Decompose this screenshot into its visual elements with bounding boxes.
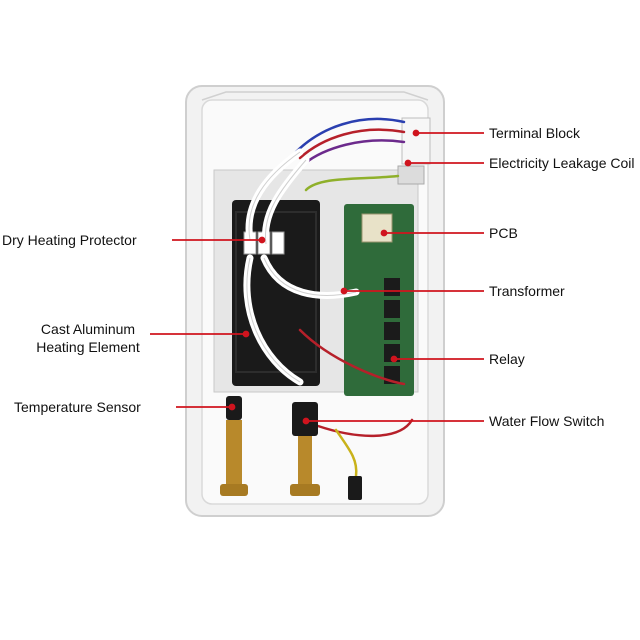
label-cast-aluminum: Cast Aluminum Heating Element [28, 320, 148, 356]
leader-dot-pcb [380, 229, 388, 237]
leader-dot-temperature-sensor [228, 403, 236, 411]
white-wire-outline-1 [248, 151, 301, 241]
label-terminal-block: Terminal Block [489, 125, 581, 141]
wire-blue [294, 117, 406, 154]
wire-purple [302, 139, 406, 166]
leader-dot-dry-heating-protector [258, 236, 266, 244]
brass-pipe-left [226, 420, 242, 492]
white-wire-outline-3 [246, 257, 301, 383]
relay-3 [384, 322, 400, 340]
transformer-block [361, 213, 393, 243]
leader-dot-terminal-block [412, 129, 420, 137]
label-transformer: Transformer [489, 283, 565, 299]
label-cast-aluminum-line1: Cast Aluminum [40, 321, 136, 337]
terminal-block [401, 117, 431, 165]
relay-1 [384, 278, 400, 296]
wire-red-lower [298, 328, 406, 386]
bottom-connector [348, 476, 362, 500]
label-leakage-coil: Electricity Leakage Coil [489, 155, 635, 171]
leader-dot-relay [390, 355, 398, 363]
brass-pipe-right [298, 436, 312, 492]
label-relay: Relay [489, 351, 525, 367]
wire-yellow-green [304, 174, 400, 192]
case-top-lip [201, 91, 429, 101]
wire-red [298, 128, 406, 160]
label-cast-aluminum-line2: Heating Element [36, 339, 140, 355]
relay-column [384, 278, 400, 384]
relay-2 [384, 300, 400, 318]
wire-red-flow [316, 418, 414, 438]
leakage-coil [397, 165, 425, 185]
wire-yellow-flow [334, 428, 358, 478]
leader-dot-transformer [340, 287, 348, 295]
brass-fitting-right [290, 484, 320, 496]
brass-fitting-left [220, 484, 248, 496]
label-dry-heating-protector: Dry Heating Protector [2, 232, 137, 248]
label-water-flow-switch: Water Flow Switch [489, 413, 605, 429]
label-pcb: PCB [489, 225, 518, 241]
leader-dot-leakage-coil [404, 159, 412, 167]
white-wire-outline-2 [264, 159, 307, 245]
leader-lines [150, 129, 484, 425]
terminal-white-3 [271, 231, 285, 255]
leader-dot-cast-aluminum [242, 330, 250, 338]
wire-bundle [294, 117, 414, 478]
leader-dot-water-flow-switch [302, 417, 310, 425]
label-temperature-sensor: Temperature Sensor [14, 399, 141, 415]
